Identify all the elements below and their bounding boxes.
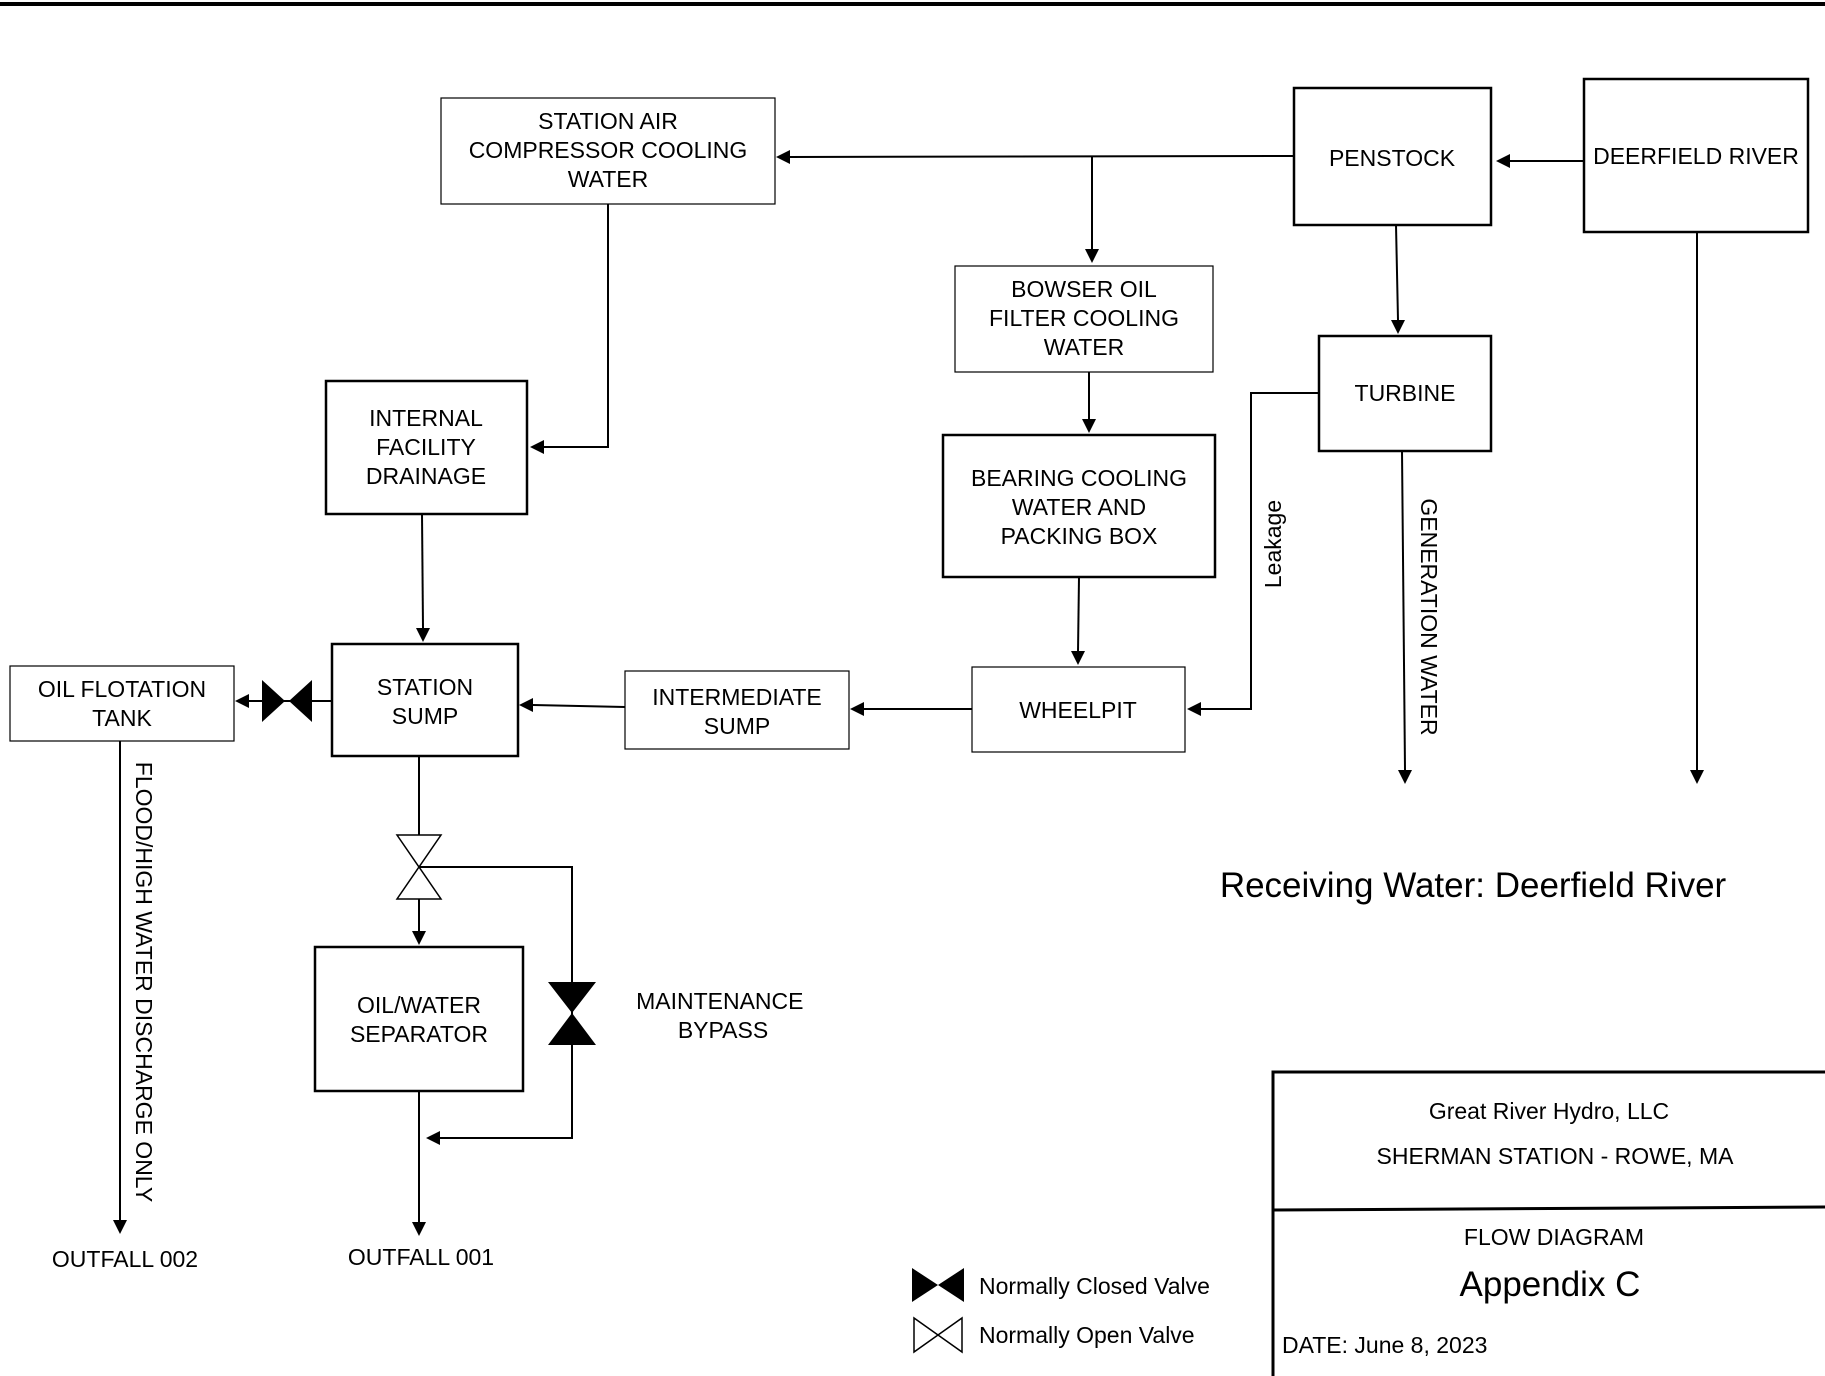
open-valve-icon: [395, 834, 443, 900]
node-deerfield-river: DEERFIELD RIVER: [1582, 77, 1810, 234]
flow-bowser-to-bearing: [1082, 372, 1096, 433]
svg-text:DEERFIELD RIVER: DEERFIELD RIVER: [1593, 143, 1799, 169]
title-block: Great River Hydro, LLC SHERMAN STATION -…: [1271, 1070, 1825, 1376]
outfall-001-label: OUTFALL 001: [348, 1244, 494, 1270]
flow-wheelpit-to-intermediate: [850, 702, 972, 716]
flow-turbine-leakage-to-wheelpit: [1187, 392, 1319, 716]
node-penstock: PENSTOCK: [1292, 86, 1493, 227]
flow-penstock-to-station-air: [776, 150, 1295, 164]
title-date: DATE: June 8, 2023: [1282, 1332, 1487, 1358]
legend-open-valve-icon: [913, 1316, 963, 1354]
svg-text:WHEELPIT: WHEELPIT: [1019, 697, 1137, 723]
generation-water-label: GENERATION WATER: [1416, 498, 1442, 735]
flow-bearing-to-wheelpit: [1071, 576, 1085, 665]
title-appendix: Appendix C: [1460, 1265, 1641, 1304]
flow-station-air-to-drainage: [530, 204, 609, 454]
flow-separator-to-outfall-001: [412, 1091, 426, 1236]
legend-open-valve-label: Normally Open Valve: [979, 1322, 1195, 1348]
node-wheelpit: WHEELPIT: [971, 666, 1186, 753]
receiving-water-label: Receiving Water: Deerfield River: [1220, 866, 1727, 905]
flow-to-bowser: [1085, 156, 1099, 263]
flood-discharge-label: FLOOD/HIGH WATER DISCHARGE ONLY: [131, 762, 157, 1202]
title-company: Great River Hydro, LLC: [1429, 1098, 1669, 1124]
flow-river-bypass-down: [1690, 232, 1704, 784]
title-diagram-type: FLOW DIAGRAM: [1464, 1224, 1644, 1250]
title-station: SHERMAN STATION - ROWE, MA: [1377, 1143, 1735, 1169]
svg-text:PENSTOCK: PENSTOCK: [1329, 145, 1456, 171]
node-turbine: TURBINE: [1317, 334, 1493, 453]
svg-text:TURBINE: TURBINE: [1355, 380, 1456, 406]
flow-river-to-penstock: [1496, 154, 1584, 168]
bypass-closed-valve-icon: [548, 982, 596, 1045]
outfall-002-label: OUTFALL 002: [52, 1246, 198, 1272]
closed-valve-icon: [262, 680, 312, 722]
legend-closed-valve-icon: [912, 1268, 964, 1302]
legend: Normally Closed Valve Normally Open Valv…: [912, 1268, 1210, 1354]
flow-oil-flotation-to-outfall-002: [113, 741, 127, 1234]
maintenance-bypass-label: MAINTENANCE BYPASS: [636, 988, 810, 1043]
legend-closed-valve-label: Normally Closed Valve: [979, 1273, 1210, 1299]
flow-generation-water: [1398, 450, 1412, 784]
flow-penstock-to-turbine: [1391, 224, 1405, 334]
flow-drainage-to-station-sump: [416, 513, 430, 642]
leakage-label: Leakage: [1260, 500, 1286, 588]
flow-intermediate-to-station-sump: [519, 698, 626, 712]
